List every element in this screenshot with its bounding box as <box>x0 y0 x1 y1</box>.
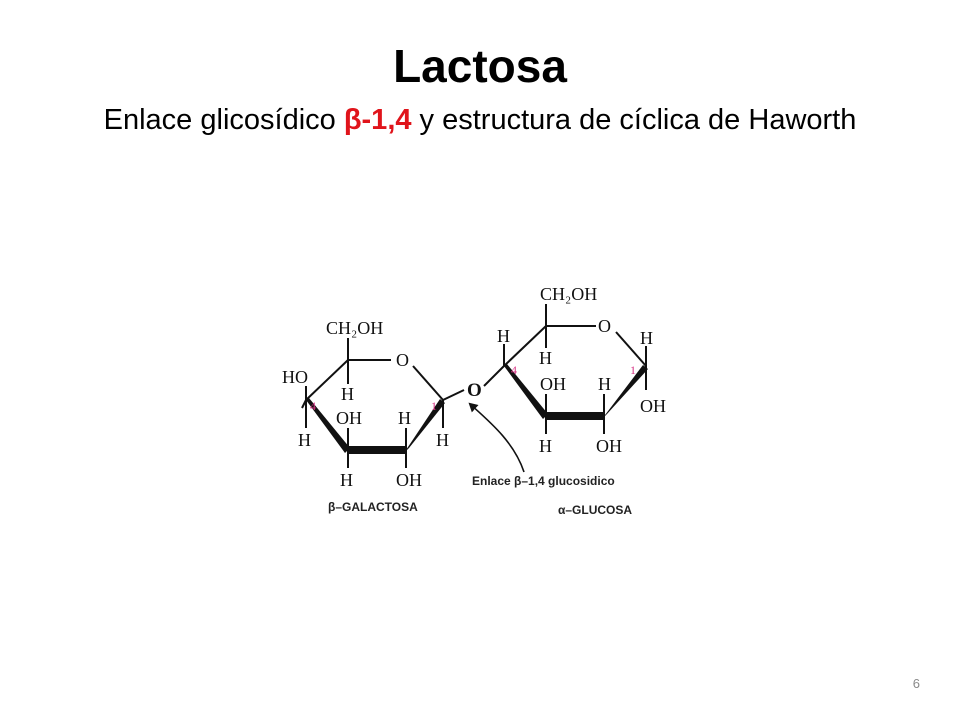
gal-carbon-4-number: 4 <box>310 399 316 413</box>
bridge-oxygen: O <box>467 380 482 401</box>
gal-ring-oxygen: O <box>396 350 409 370</box>
galactose-ring-front <box>306 398 445 454</box>
bond-arrow <box>468 402 525 473</box>
gal-h-c5: H <box>341 384 354 404</box>
glc-ch2oh: CH₂OH <box>540 284 597 304</box>
bond-label: Enlace β–1,4 glucosidico <box>472 474 615 488</box>
glc-oh-c3: OH <box>540 374 566 394</box>
glc-h-c5: H <box>539 348 552 368</box>
glc-h-c3: H <box>539 436 552 456</box>
gal-h-c2: H <box>398 408 411 428</box>
subtitle-text-after: y estructura de cíclica de Haworth <box>411 104 857 136</box>
gal-oh-c2: OH <box>396 470 422 490</box>
gal-h-c4: H <box>298 430 311 450</box>
glucose-name: α–GLUCOSA <box>558 503 632 517</box>
glc-h-c2: H <box>598 374 611 394</box>
lactose-haworth-diagram: CH₂OH O HO H OH H H H H OH 4 1 O <box>278 282 688 522</box>
gal-oh-c3: OH <box>336 408 362 428</box>
page-number: 6 <box>912 676 920 691</box>
slide-subtitle: Enlace glicosídico β-1,4 y estructura de… <box>95 98 865 142</box>
subtitle-text-before: Enlace glicosídico <box>103 104 344 136</box>
glycosidic-bridge <box>442 365 505 401</box>
subtitle-highlight: β-1,4 <box>343 104 412 136</box>
gal-h-c1: H <box>436 430 449 450</box>
glc-oh-c1: OH <box>640 396 666 416</box>
galactose-labels: CH₂OH O HO H OH H H H H OH <box>282 318 449 490</box>
glc-oh-c2: OH <box>596 436 622 456</box>
gal-ho: HO <box>282 367 308 387</box>
glc-ring-oxygen: O <box>598 316 611 336</box>
gal-carbon-1-number: 1 <box>431 399 437 413</box>
glc-h-c4: H <box>497 326 510 346</box>
gal-h-c3: H <box>340 470 353 490</box>
glucose-ring-front <box>504 364 648 420</box>
galactose-name: β–GALACTOSA <box>328 500 418 514</box>
glucose-labels: CH₂OH O H H H OH H OH H OH <box>497 284 666 456</box>
lactose-structure-svg: CH₂OH O HO H OH H H H H OH 4 1 O <box>282 284 666 517</box>
glc-h-c1: H <box>640 328 653 348</box>
slide-title: Lactosa <box>393 40 567 92</box>
gal-ch2oh: CH₂OH <box>326 318 383 338</box>
glc-carbon-4-number: 4 <box>511 363 517 377</box>
glc-carbon-1-number: 1 <box>630 363 636 377</box>
